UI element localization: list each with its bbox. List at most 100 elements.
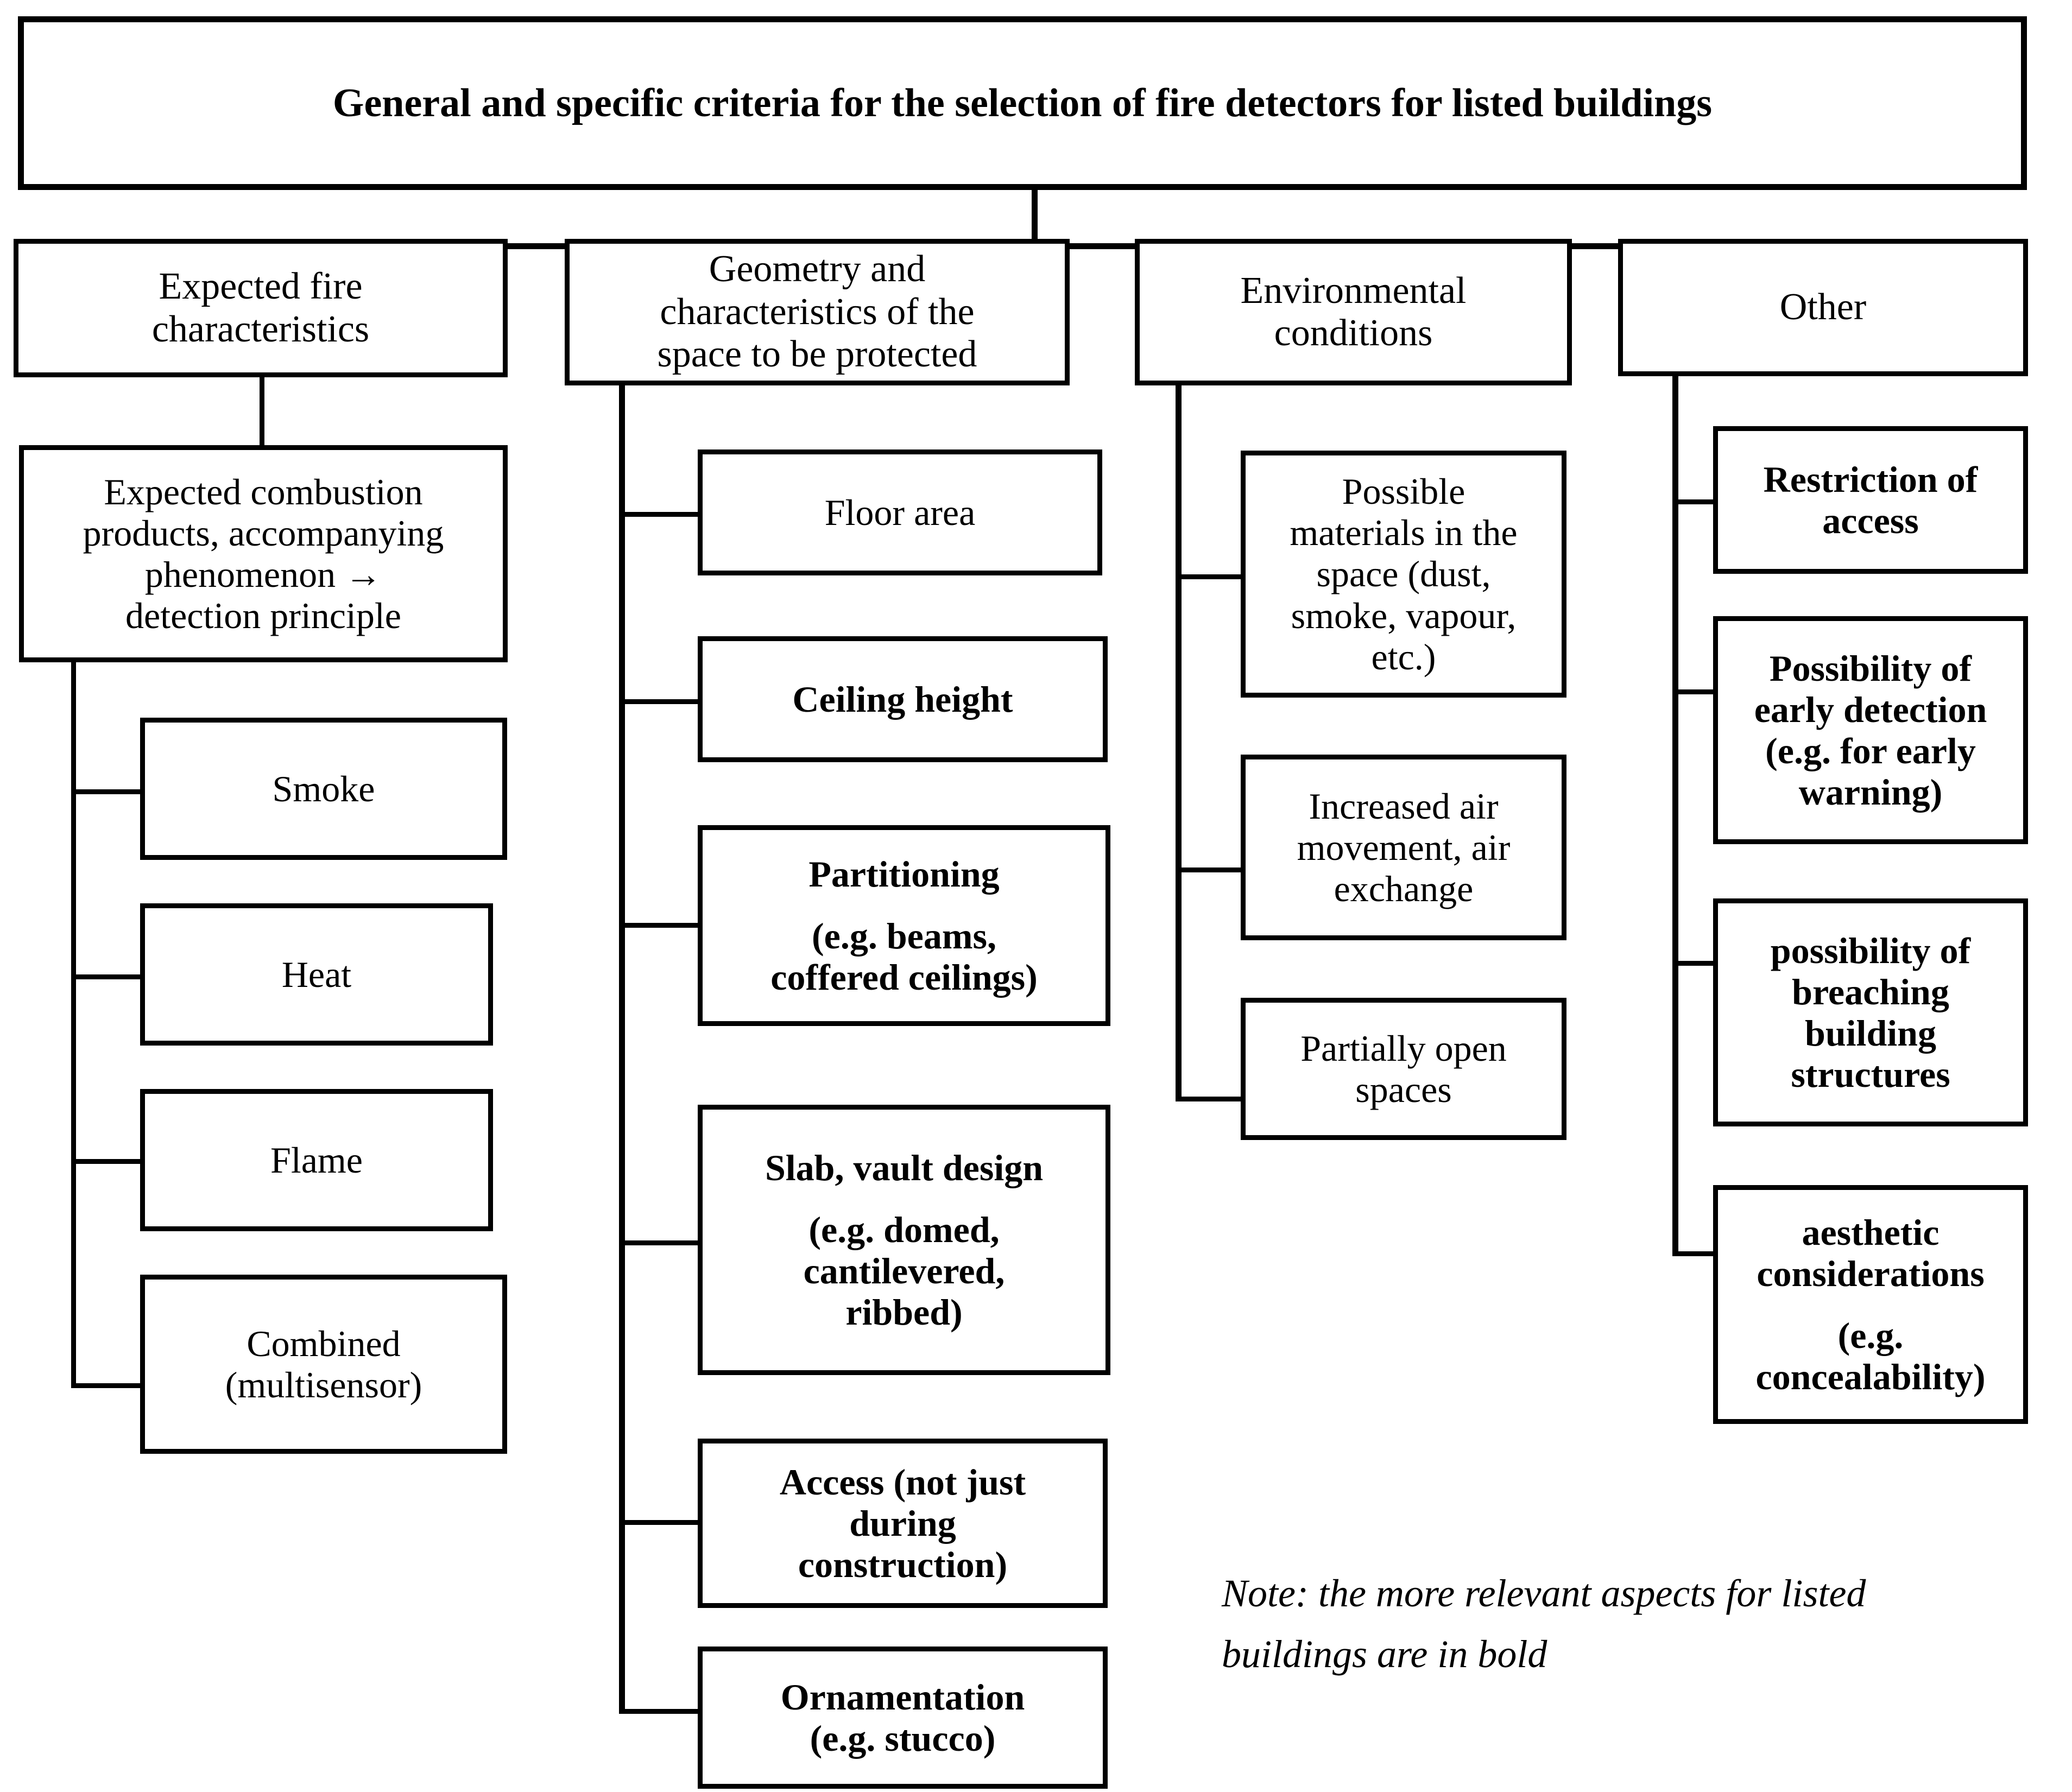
node-line3: construction) xyxy=(798,1544,1008,1586)
note-line1: Note: the more relevant aspects for list… xyxy=(1222,1572,1866,1615)
column2-left-spine xyxy=(619,383,625,1714)
node-possibility-early-detection: Possibility of early detection (e.g. for… xyxy=(1713,616,2028,844)
node-line2: movement, air xyxy=(1297,826,1511,868)
column1-left-spine xyxy=(71,660,76,1388)
node-smoke: Smoke xyxy=(140,718,507,860)
category-box-environmental-conditions: Environmental conditions xyxy=(1135,239,1572,385)
node-line1: Partially open xyxy=(1300,1027,1507,1069)
category-label-line2: conditions xyxy=(1274,312,1433,354)
column2-stub-floor-area xyxy=(619,512,700,517)
node-line2: during xyxy=(849,1502,956,1544)
node-heat: Heat xyxy=(140,903,493,1046)
node-partitioning: Partitioning (e.g. beams, coffered ceili… xyxy=(698,825,1110,1026)
column4-left-spine xyxy=(1672,373,1678,1256)
node-line2: (multisensor) xyxy=(225,1364,422,1405)
node-line3: cantilevered, xyxy=(803,1250,1005,1291)
category-label-line1: Geometry and xyxy=(709,248,926,290)
node-line1: Combined xyxy=(247,1322,401,1364)
column1-stub-combined xyxy=(71,1383,142,1388)
category-box-expected-fire-characteristics: Expected fire characteristics xyxy=(14,239,508,377)
node-line2: spaces xyxy=(1355,1069,1452,1110)
node-line1: Expected combustion xyxy=(104,471,423,512)
category-label-line3: space to be protected xyxy=(657,333,977,376)
node-line2: (e.g. beams, xyxy=(812,915,996,957)
node-line3: building xyxy=(1805,1012,1936,1054)
column2-stub-ceiling-height xyxy=(619,699,700,704)
column3-stub-partially-open xyxy=(1176,1097,1243,1101)
node-line1: Possibility of xyxy=(1769,647,1972,689)
category-label-line1: Environmental xyxy=(1240,269,1467,312)
node-line4: structures xyxy=(1791,1054,1950,1096)
node-line4: concealability) xyxy=(1755,1356,1986,1397)
category-box-geometry-and-characteristics: Geometry and characteristics of the spac… xyxy=(565,239,1070,385)
node-line1: Ceiling height xyxy=(792,678,1013,720)
node-line3: exchange xyxy=(1334,868,1474,910)
node-aesthetic-considerations: aesthetic considerations (e.g. concealab… xyxy=(1713,1185,2028,1424)
node-line1: Partitioning xyxy=(808,853,1000,895)
column1-spine-to-intermediate xyxy=(260,375,264,449)
node-line1: Flame xyxy=(270,1139,363,1181)
column3-stub-possible-materials xyxy=(1176,574,1243,579)
node-line2: access xyxy=(1822,500,1919,541)
node-line4: ribbed) xyxy=(845,1291,963,1333)
node-line1: Heat xyxy=(281,953,352,995)
node-expected-combustion-products: Expected combustion products, accompanyi… xyxy=(19,445,508,662)
node-line4: detection principle xyxy=(125,595,401,637)
node-line1: Floor area xyxy=(824,491,976,533)
title-box: General and specific criteria for the se… xyxy=(18,16,2027,190)
column3-stub-increased-air xyxy=(1176,867,1243,872)
note-text: Note: the more relevant aspects for list… xyxy=(1222,1563,1982,1685)
column2-stub-slab-vault xyxy=(619,1240,700,1245)
node-line3: phenomenon → xyxy=(144,554,382,595)
node-line1: Access (not just xyxy=(779,1461,1026,1503)
column1-stub-smoke xyxy=(71,789,142,794)
node-access: Access (not just during construction) xyxy=(698,1439,1108,1608)
node-line1: possibility of xyxy=(1770,929,1971,971)
column4-stub-restriction xyxy=(1672,499,1719,504)
column2-stub-access xyxy=(619,1520,700,1525)
node-line2: products, accompanying xyxy=(83,512,444,554)
column2-stub-partitioning xyxy=(619,923,700,928)
category-label-line2: characteristics of the xyxy=(660,290,975,333)
node-ornamentation: Ornamentation (e.g. stucco) xyxy=(698,1647,1108,1789)
node-line1: Restriction of xyxy=(1763,458,1978,500)
node-line1: aesthetic xyxy=(1802,1211,1940,1253)
note-line2: buildings are in bold xyxy=(1222,1632,1547,1676)
category-label-line2: characteristics xyxy=(151,308,370,350)
node-possible-materials: Possible materials in the space (dust, s… xyxy=(1241,451,1566,698)
node-line2: breaching xyxy=(1792,971,1949,1012)
node-line2: (e.g. stucco) xyxy=(810,1718,996,1759)
node-combined-multisensor: Combined (multisensor) xyxy=(140,1275,507,1454)
node-line4: warning) xyxy=(1798,771,1943,813)
node-slab-vault-design: Slab, vault design (e.g. domed, cantilev… xyxy=(698,1105,1110,1375)
category-label-line1: Expected fire xyxy=(159,265,363,308)
column1-stub-heat xyxy=(71,974,142,979)
title-text: General and specific criteria for the se… xyxy=(332,80,1713,125)
trunk-connector-vertical xyxy=(1032,190,1038,247)
node-line1: Possible xyxy=(1342,471,1465,512)
node-floor-area: Floor area xyxy=(698,449,1102,575)
node-line5: etc.) xyxy=(1371,636,1436,677)
node-line2: materials in the xyxy=(1290,512,1518,554)
node-possibility-breaching-building-structures: possibility of breaching building struct… xyxy=(1713,898,2028,1126)
column3-left-spine xyxy=(1176,383,1182,1101)
node-restriction-of-access: Restriction of access xyxy=(1713,426,2028,574)
node-line4: smoke, vapour, xyxy=(1291,594,1517,636)
node-line1: Ornamentation xyxy=(780,1676,1025,1718)
node-flame: Flame xyxy=(140,1089,493,1231)
node-line2: early detection xyxy=(1754,688,1987,730)
column4-stub-breaching xyxy=(1672,961,1719,966)
node-ceiling-height: Ceiling height xyxy=(698,636,1108,762)
category-label-line1: Other xyxy=(1779,286,1867,328)
node-line1: Slab, vault design xyxy=(765,1147,1044,1188)
node-line1: Smoke xyxy=(272,768,375,809)
column1-stub-flame xyxy=(71,1159,142,1164)
column4-stub-aesthetic xyxy=(1672,1251,1719,1256)
node-partially-open-spaces: Partially open spaces xyxy=(1241,998,1566,1140)
column4-stub-early-detection xyxy=(1672,689,1719,694)
node-line3: coffered ceilings) xyxy=(770,956,1038,998)
node-line3: (e.g. for early xyxy=(1765,730,1976,771)
node-line3: space (dust, xyxy=(1316,553,1491,595)
category-box-other: Other xyxy=(1618,239,2028,376)
column2-stub-ornamentation xyxy=(619,1709,700,1714)
